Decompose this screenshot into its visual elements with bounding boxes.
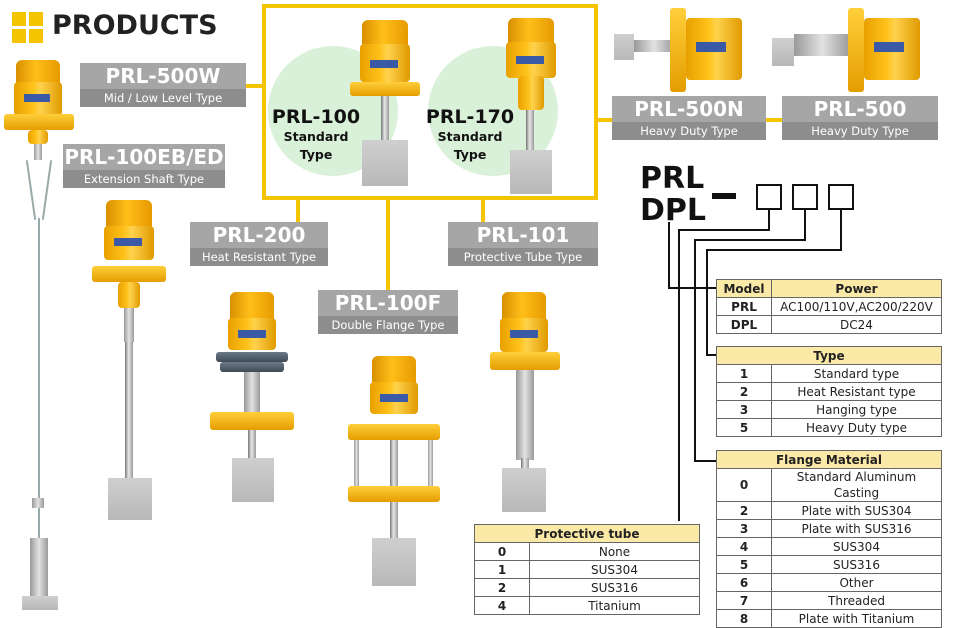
label-model: PRL-500W bbox=[80, 63, 246, 89]
bracket-line bbox=[804, 210, 806, 240]
connector-line bbox=[481, 198, 485, 222]
label-type: Protective Tube Type bbox=[448, 248, 598, 266]
label-prl-100f: PRL-100F Double Flange Type bbox=[318, 290, 458, 334]
code-box-flange bbox=[792, 184, 818, 210]
label-prl-101: PRL-101 Protective Tube Type bbox=[448, 222, 598, 266]
label-model: PRL-100F bbox=[318, 290, 458, 316]
code-box-protective bbox=[828, 184, 854, 210]
table-header: Model bbox=[716, 279, 772, 298]
page-title: PRODUCTS bbox=[52, 10, 218, 41]
label-model: PRL-200 bbox=[190, 222, 328, 248]
model-code-dash bbox=[712, 193, 736, 199]
bracket-line bbox=[694, 460, 716, 462]
featured-model: PRL-100 bbox=[271, 106, 361, 128]
label-prl-500w: PRL-500W Mid / Low Level Type bbox=[80, 63, 246, 107]
label-type: Extension Shaft Type bbox=[63, 170, 225, 188]
products-grid-icon bbox=[12, 12, 44, 44]
label-prl-200: PRL-200 Heat Resistant Type bbox=[190, 222, 328, 266]
prl-100eb-device-image bbox=[90, 196, 170, 526]
prl-100f-device-image bbox=[342, 352, 442, 592]
bracket-line bbox=[706, 354, 716, 356]
label-type: Heat Resistant Type bbox=[190, 248, 328, 266]
label-type: Heavy Duty Type bbox=[612, 122, 766, 140]
label-type: Mid / Low Level Type bbox=[80, 89, 246, 107]
prl-170-device-image bbox=[500, 10, 570, 194]
table-title: Protective tube bbox=[474, 524, 700, 543]
model-code-dpl: DPL bbox=[640, 193, 707, 228]
model-power-table: Model Power PRL AC100/110V,AC200/220V DP… bbox=[716, 279, 942, 334]
prl-101-device-image bbox=[490, 288, 570, 518]
table-header: Power bbox=[771, 279, 942, 298]
prl-500n-device-image bbox=[612, 4, 758, 92]
featured-frame bbox=[262, 4, 598, 200]
connector-line bbox=[766, 118, 782, 122]
prl-100-device-image bbox=[350, 10, 430, 190]
model-code-prl: PRL bbox=[640, 161, 705, 196]
bracket-line bbox=[706, 249, 842, 251]
bracket-line bbox=[668, 222, 670, 288]
label-prl-500n: PRL-500N Heavy Duty Type bbox=[612, 96, 766, 140]
bracket-line bbox=[694, 239, 696, 461]
featured-model: PRL-170 bbox=[425, 106, 515, 128]
label-prl-500: PRL-500 Heavy Duty Type bbox=[782, 96, 938, 140]
connector-line bbox=[598, 118, 612, 122]
bracket-line bbox=[694, 239, 806, 241]
label-prl-100eb: PRL-100EB/ED Extension Shaft Type bbox=[63, 144, 225, 188]
label-model: PRL-100EB/ED bbox=[63, 144, 225, 170]
featured-prl-100: PRL-100 Standard Type bbox=[266, 106, 366, 164]
label-model: PRL-101 bbox=[448, 222, 598, 248]
connector-line bbox=[386, 198, 390, 290]
bracket-line bbox=[768, 210, 770, 230]
featured-type: Standard Type bbox=[283, 129, 349, 162]
prl-500w-device-image bbox=[0, 50, 80, 615]
label-model: PRL-500 bbox=[782, 96, 938, 122]
bracket-line bbox=[706, 249, 708, 355]
label-model: PRL-500N bbox=[612, 96, 766, 122]
code-box-type bbox=[756, 184, 782, 210]
featured-prl-170: PRL-170 Standard Type bbox=[420, 106, 520, 164]
table-title: Type bbox=[716, 346, 942, 365]
connector-line bbox=[296, 198, 300, 222]
prl-200-device-image bbox=[206, 290, 296, 510]
bracket-line bbox=[678, 229, 770, 231]
table-title: Flange Material bbox=[716, 450, 942, 469]
bracket-line bbox=[678, 229, 680, 521]
table-row: PRL AC100/110V,AC200/220V bbox=[716, 297, 942, 316]
bracket-line bbox=[668, 287, 716, 289]
table-row: DPL DC24 bbox=[716, 315, 942, 334]
label-type: Double Flange Type bbox=[318, 316, 458, 334]
connector-line bbox=[246, 84, 264, 88]
featured-type: Standard Type bbox=[437, 129, 503, 162]
label-type: Heavy Duty Type bbox=[782, 122, 938, 140]
prl-500-device-image bbox=[770, 4, 946, 92]
bracket-line bbox=[840, 210, 842, 250]
